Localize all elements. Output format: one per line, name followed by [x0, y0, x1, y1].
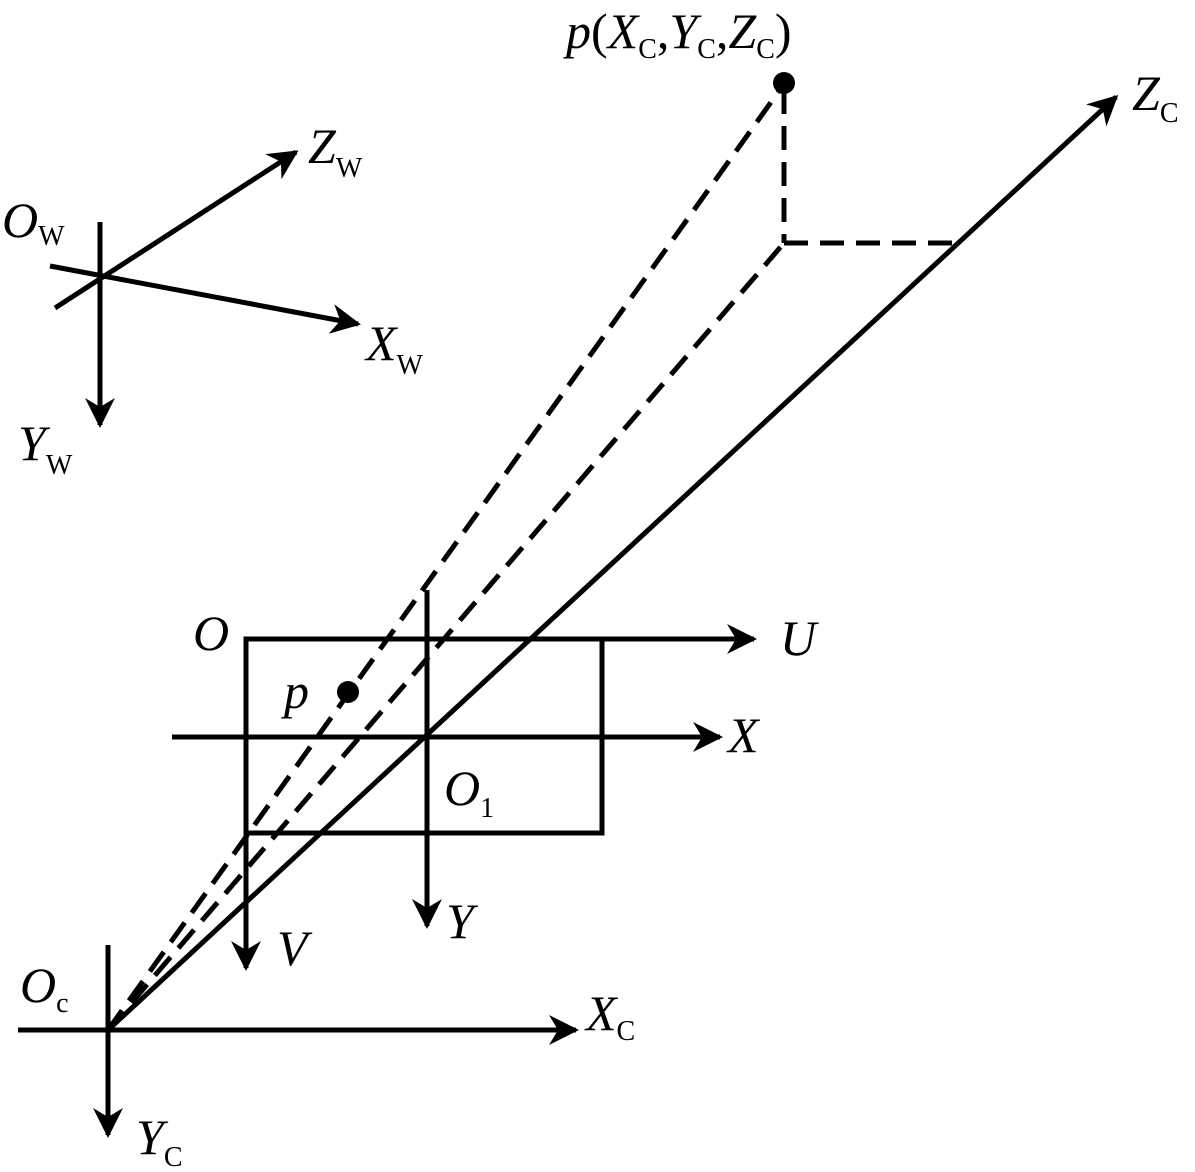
- image-plane: O U V X Y O1 p: [172, 590, 819, 976]
- world-point-label: p(XC,YC,ZC): [563, 3, 792, 65]
- world-origin-label: OW: [2, 192, 65, 252]
- image-origin-label: O1: [444, 760, 494, 824]
- world-z-label: ZW: [308, 118, 363, 184]
- world-point-dot: [773, 72, 795, 94]
- camera-y-label: YC: [136, 1109, 183, 1172]
- pixel-u-label: U: [780, 610, 819, 666]
- projection-lines: [105, 72, 1119, 1032]
- world-x-axis: [49, 263, 361, 334]
- camera-frame: Oc XC YC ZC: [18, 65, 1179, 1172]
- ray-to-world-point: [105, 82, 787, 1032]
- world-z-axis: [53, 149, 299, 311]
- camera-z-label: ZC: [1132, 65, 1179, 129]
- image-x-label: X: [726, 707, 761, 763]
- camera-origin-label: Oc: [20, 957, 69, 1019]
- image-point-dot: [337, 681, 359, 703]
- camera-x-label: XC: [584, 985, 635, 1047]
- optical-axis-zc: [106, 94, 1119, 1032]
- image-y-label: Y: [446, 893, 479, 949]
- image-point-label: p: [281, 663, 309, 719]
- world-x-label: XW: [364, 315, 424, 381]
- world-frame: OW ZW XW YW: [2, 118, 424, 481]
- pixel-v-label: V: [277, 920, 313, 976]
- world-y-label: YW: [18, 415, 73, 481]
- pixel-origin-label: O: [193, 605, 229, 661]
